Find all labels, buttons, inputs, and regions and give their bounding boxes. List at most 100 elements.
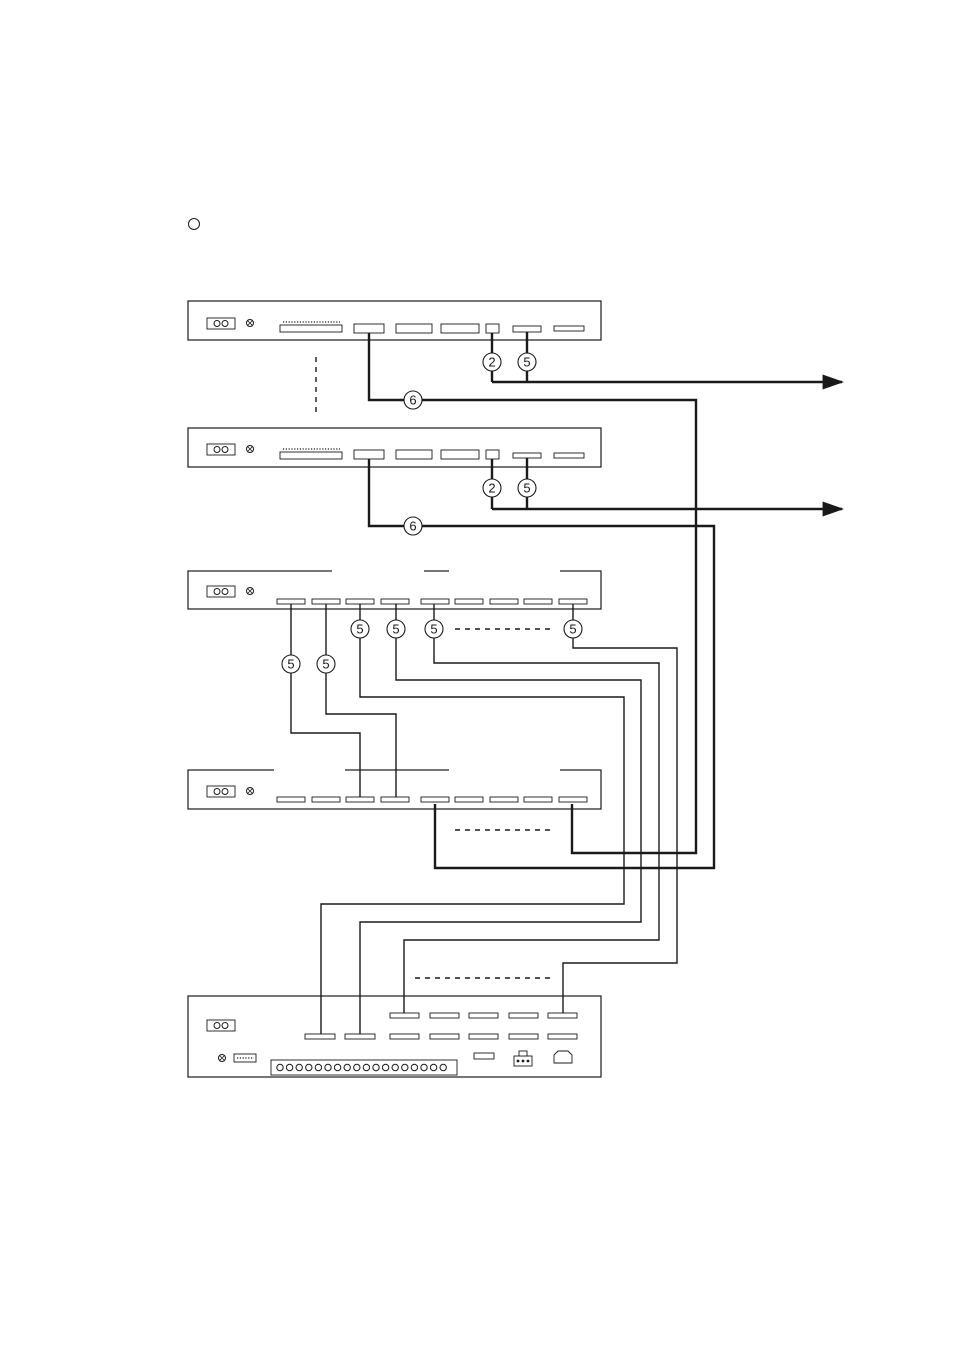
connector-cn6 [354, 324, 384, 333]
cable-marker-5: 5 [518, 353, 536, 371]
ground-screw-icon [219, 1055, 226, 1062]
connector-strip [280, 452, 342, 459]
connector [548, 1034, 577, 1039]
connector [455, 797, 483, 802]
unit-5 [188, 996, 601, 1077]
terminal-screw-icon [286, 1064, 292, 1070]
cable-marker-5: 5 [425, 620, 443, 638]
cable-marker-2: 2 [483, 479, 501, 497]
cable-5-link [360, 604, 641, 1034]
connector-cn2 [486, 324, 499, 333]
terminal-screw-icon [440, 1064, 446, 1070]
svg-text:6: 6 [409, 393, 416, 408]
unit-4 [188, 770, 601, 809]
terminal-screw-icon [277, 1064, 283, 1070]
connector [559, 599, 587, 604]
legend [189, 219, 200, 230]
connector-cn5 [513, 326, 541, 332]
svg-text:5: 5 [569, 622, 576, 637]
connector [430, 1034, 459, 1039]
connector [305, 1034, 335, 1039]
terminal-screw-icon [392, 1064, 398, 1070]
terminal-screw-icon [344, 1064, 350, 1070]
connector-cn6 [354, 450, 384, 459]
terminal-block-icon [207, 786, 235, 797]
connector [509, 1013, 538, 1018]
svg-text:6: 6 [409, 519, 416, 534]
terminal-screw-icon [411, 1064, 417, 1070]
svg-text:5: 5 [392, 622, 399, 637]
svg-text:5: 5 [287, 657, 294, 672]
ground-screw-icon [247, 320, 254, 327]
connector [490, 797, 518, 802]
connector [421, 797, 449, 802]
svg-text:5: 5 [523, 481, 530, 496]
svg-text:2: 2 [488, 355, 495, 370]
cable-marker-6: 6 [404, 391, 422, 409]
cable-marker-5: 5 [387, 620, 405, 638]
connector [524, 599, 552, 604]
connector [441, 324, 479, 333]
terminal-block-icon [207, 1020, 235, 1031]
terminal-screw-icon [325, 1064, 331, 1070]
connector [469, 1013, 498, 1018]
connector [421, 599, 449, 604]
connector [390, 1013, 419, 1018]
terminal-block-icon [207, 318, 235, 329]
terminal-screw-icon [382, 1064, 388, 1070]
terminal-screw-icon [354, 1064, 360, 1070]
connector [277, 797, 305, 802]
connector [345, 1034, 375, 1039]
connector [396, 450, 432, 459]
terminal-block-icon [207, 444, 235, 455]
cable-marker-5: 5 [518, 479, 536, 497]
connector-strip [280, 325, 342, 332]
cable-5-link [321, 604, 624, 1034]
cable-marker-5: 5 [317, 655, 335, 673]
connector [490, 599, 518, 604]
cable-marker-5: 5 [351, 620, 369, 638]
connector [559, 797, 587, 802]
connector [430, 1013, 459, 1018]
connector [346, 797, 374, 802]
connector [474, 1053, 494, 1059]
cable-marker-6: 6 [404, 517, 422, 535]
connector [381, 797, 409, 802]
cable-marker-5: 5 [564, 620, 582, 638]
connector [548, 1013, 577, 1018]
unit-2 [188, 428, 601, 467]
terminal-block-icon [207, 586, 235, 597]
terminal-screw-icon [373, 1064, 379, 1070]
connector [441, 450, 479, 459]
svg-text:5: 5 [523, 355, 530, 370]
svg-text:5: 5 [322, 657, 329, 672]
connector-cn5 [513, 453, 541, 458]
terminal-screw-icon [421, 1064, 427, 1070]
svg-text:5: 5 [356, 622, 363, 637]
terminal-screw-icon [430, 1064, 436, 1070]
cable-marker-5: 5 [282, 655, 300, 673]
connector [554, 1051, 572, 1063]
ground-screw-icon [247, 588, 254, 595]
ground-screw-icon [247, 788, 254, 795]
connector [554, 326, 584, 331]
connector [509, 1034, 538, 1039]
connector [277, 599, 305, 604]
connector [524, 797, 552, 802]
connector [396, 324, 432, 333]
cable-marker-2: 2 [483, 353, 501, 371]
legend-circle-icon [189, 219, 200, 230]
connector [469, 1034, 498, 1039]
connector [312, 599, 340, 604]
connector [554, 453, 584, 458]
terminal-strip [271, 1060, 457, 1075]
connector [346, 599, 374, 604]
connector [381, 599, 409, 604]
connector [390, 1034, 419, 1039]
terminal-screw-icon [306, 1064, 312, 1070]
terminal-screw-icon [402, 1064, 408, 1070]
connector-cn2 [486, 450, 499, 459]
terminal-screw-icon [296, 1064, 302, 1070]
svg-text:2: 2 [488, 481, 495, 496]
connector [312, 797, 340, 802]
